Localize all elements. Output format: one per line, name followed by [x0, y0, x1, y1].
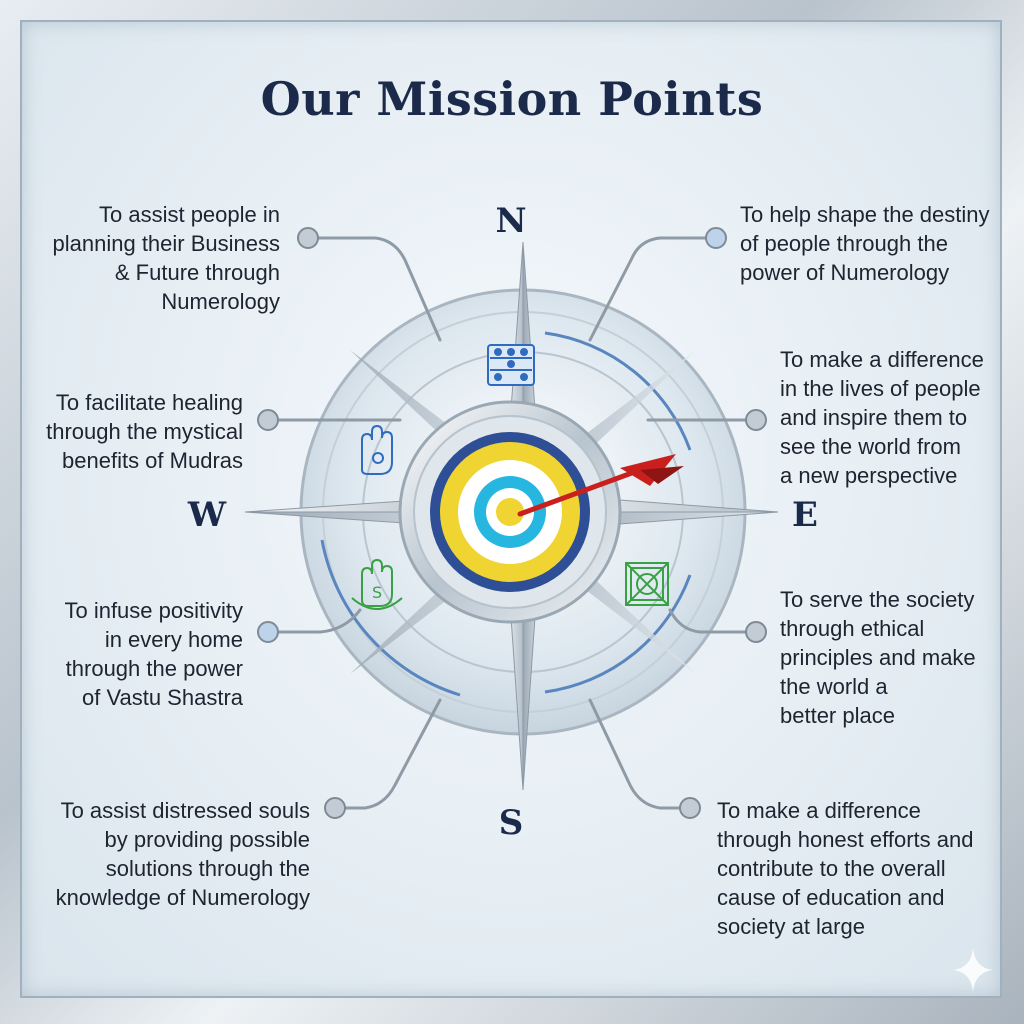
sparkle-icon	[953, 948, 993, 992]
dot-low-left	[257, 621, 279, 643]
arc-top-right	[544, 331, 692, 451]
east-label: E	[792, 495, 818, 535]
dot-mid-left	[257, 409, 279, 431]
mission-point-low-left: To infuse positivity in every home throu…	[64, 598, 243, 710]
south-label: S	[499, 803, 524, 843]
connector-lines	[266, 236, 758, 810]
dot-top-right	[705, 227, 727, 249]
west-label: W	[187, 495, 227, 535]
dot-bottom-left	[324, 797, 346, 819]
mission-point-low-right: To serve the society through ethical pri…	[780, 587, 976, 728]
arrow-icon	[517, 454, 684, 517]
dot-top-left	[297, 227, 319, 249]
mission-point-top-right: To help shape the destiny of people thro…	[740, 202, 990, 285]
svg-text:S: S	[372, 583, 382, 602]
north-label: N	[495, 201, 526, 241]
vastu-grid-icon	[625, 562, 669, 606]
arc-left	[320, 539, 461, 697]
dot-mid-right	[745, 409, 767, 431]
mudra-hand-icon	[361, 424, 393, 475]
dot-bottom-right	[679, 797, 701, 819]
mission-point-top-left: To assist people in planning their Busin…	[52, 202, 280, 314]
mission-point-mid-right: To make a difference in the lives of peo…	[780, 347, 984, 488]
mission-point-mid-left: To facilitate healing through the mystic…	[46, 390, 243, 473]
mission-point-bottom-left: To assist distressed souls by providing …	[55, 798, 310, 910]
abacus-icon	[487, 344, 535, 386]
arc-right	[544, 574, 692, 694]
connector-dots	[257, 227, 767, 819]
dot-low-right	[745, 621, 767, 643]
target-icon	[430, 432, 590, 592]
mission-point-bottom-right: To make a difference through honest effo…	[717, 798, 974, 939]
page-title: Our Mission Points	[260, 72, 764, 126]
vastu-hand-icon: S	[351, 558, 403, 610]
